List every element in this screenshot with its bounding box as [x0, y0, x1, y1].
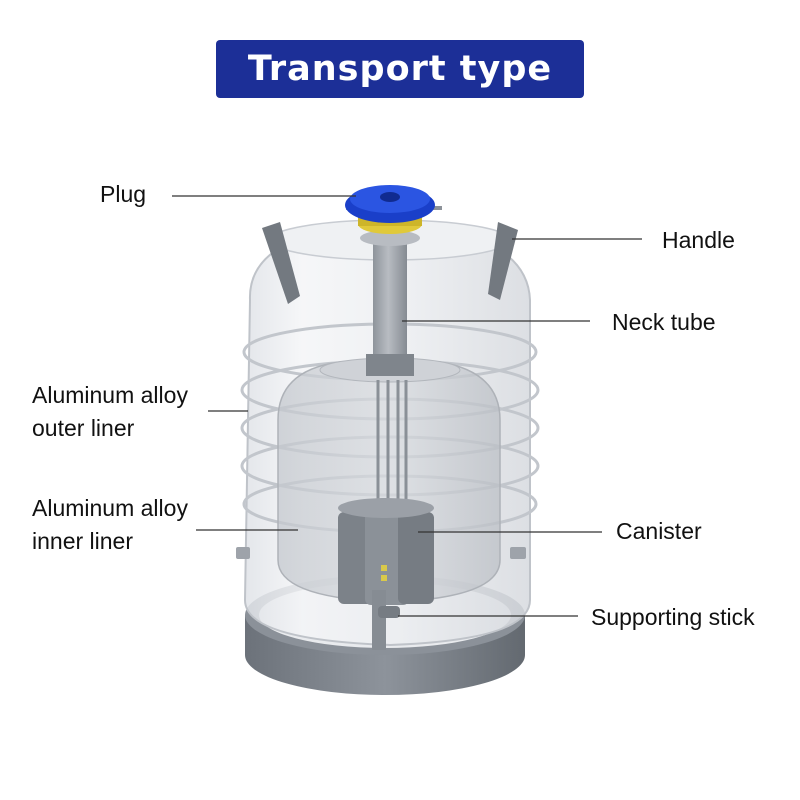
handle-label: Handle	[662, 224, 735, 257]
neck-tube-label: Neck tube	[612, 306, 716, 339]
inner-liner-label: Aluminum alloy inner liner	[32, 492, 188, 558]
plug-label: Plug	[100, 178, 146, 211]
outer-liner-label: Aluminum alloy outer liner	[32, 379, 188, 445]
canister-group	[338, 498, 434, 605]
supporting-stick-label: Supporting stick	[591, 601, 755, 634]
canister-label: Canister	[616, 515, 702, 548]
